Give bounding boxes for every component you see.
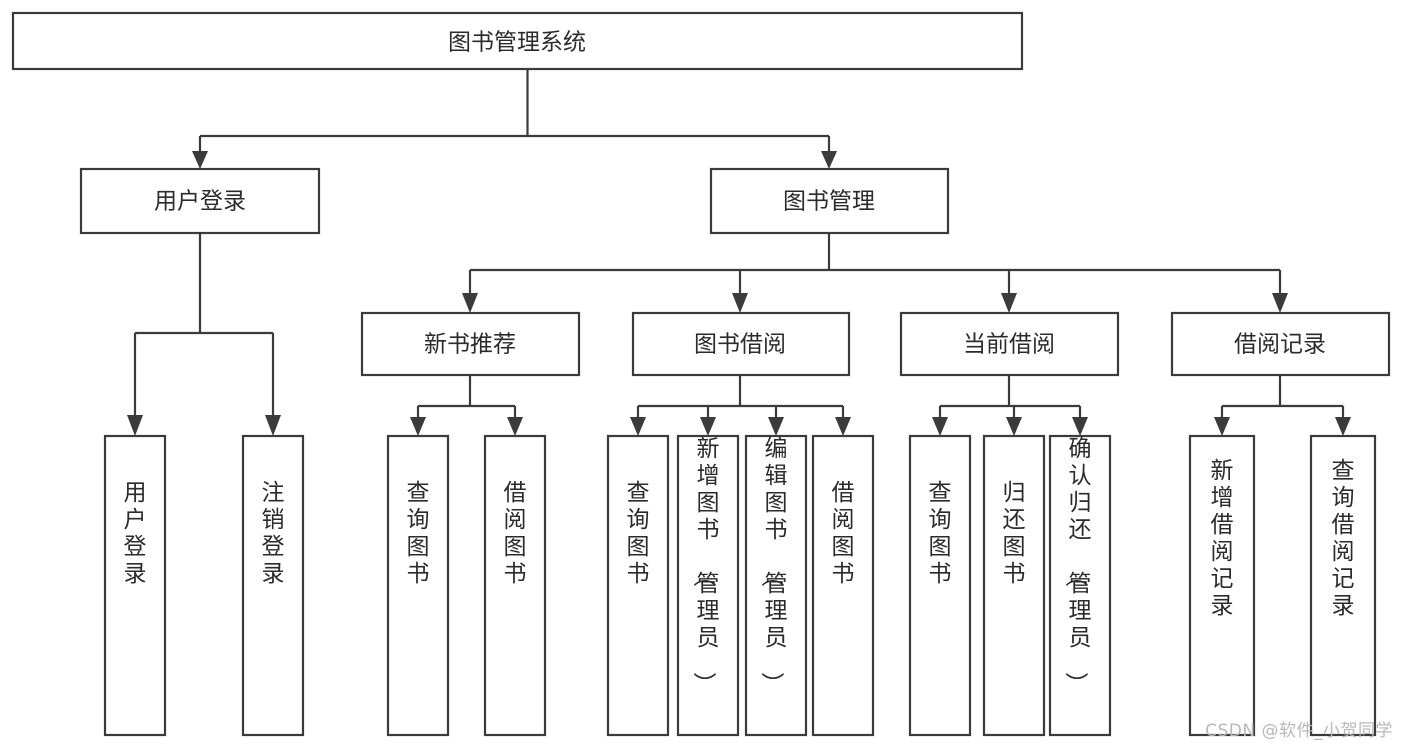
arrow-head-bookborrow-4 xyxy=(835,417,851,436)
leaf-book-borrow-query-label: 查询图书 xyxy=(627,480,650,587)
leaf-current-borrow-return-box[interactable] xyxy=(982,434,1046,737)
arrow-head-borrowrecord-2 xyxy=(1335,417,1351,436)
node-new-book-recommend-box[interactable] xyxy=(360,311,581,377)
leaf-user-login-login-box[interactable] xyxy=(103,434,167,737)
leaf-current-borrow-query-label: 查询图书 xyxy=(929,480,952,587)
leaf-new-book-query[interactable]: 查询图书 xyxy=(386,434,450,737)
node-borrow-record[interactable]: 借阅记录 xyxy=(1170,311,1391,377)
node-user-login[interactable]: 用户登录 xyxy=(79,167,321,235)
leaf-book-borrow-edit-label: 编辑图书（管理员） xyxy=(759,436,788,695)
leaf-current-borrow-confirm[interactable]: 确认归还（管理员） xyxy=(1048,434,1112,737)
leaf-new-book-borrow-box[interactable] xyxy=(483,434,547,737)
arrow-head-level3-3 xyxy=(1001,293,1017,313)
leaf-book-borrow-edit[interactable]: 编辑图书（管理员） xyxy=(744,434,808,737)
arrow-head-level3-4 xyxy=(1272,293,1288,313)
leaf-borrow-record-add[interactable]: 新增借阅记录 xyxy=(1188,434,1256,737)
node-book-borrow-label: 图书借阅 xyxy=(694,332,786,358)
leaf-user-login-logout-box[interactable] xyxy=(241,434,305,737)
node-book-borrow[interactable]: 图书借阅 xyxy=(631,311,851,377)
leaf-user-login-login-label: 用户登录 xyxy=(124,480,147,587)
leaf-user-login-login[interactable]: 用户登录 xyxy=(103,434,167,737)
node-new-book-recommend[interactable]: 新书推荐 xyxy=(360,311,581,377)
arrow-head-newbook-2 xyxy=(507,417,523,436)
leaf-book-borrow-borrow-label: 借阅图书 xyxy=(832,480,855,587)
node-book-management[interactable]: 图书管理 xyxy=(709,167,950,235)
connector-layer xyxy=(127,69,1351,436)
arrow-head-level3-1 xyxy=(462,293,478,313)
arrow-head-bookborrow-1 xyxy=(630,417,646,436)
leaf-borrow-record-add-box[interactable] xyxy=(1188,434,1256,737)
leaf-user-login-logout[interactable]: 注销登录 xyxy=(241,434,305,737)
arrow-head-level2-2 xyxy=(821,151,837,169)
arrow-head-currentborrow-3 xyxy=(1072,417,1088,436)
node-current-borrow[interactable]: 当前借阅 xyxy=(899,311,1120,377)
arrow-head-borrowrecord-1 xyxy=(1214,417,1230,436)
leaf-user-login-logout-label: 注销登录 xyxy=(262,480,285,587)
leaf-borrow-record-query[interactable]: 查询借阅记录 xyxy=(1309,434,1377,737)
node-current-borrow-box[interactable] xyxy=(899,311,1120,377)
arrow-head-userlogin-1 xyxy=(127,415,143,436)
leaf-book-borrow-add-box[interactable] xyxy=(676,434,740,737)
leaf-borrow-record-query-box[interactable] xyxy=(1309,434,1377,737)
leaf-book-borrow-query[interactable]: 查询图书 xyxy=(606,434,670,737)
leaf-book-borrow-edit-box[interactable] xyxy=(744,434,808,737)
leaf-new-book-borrow-label: 借阅图书 xyxy=(504,480,527,587)
arrow-head-userlogin-2 xyxy=(265,415,281,436)
arrow-head-level3-2 xyxy=(732,293,748,313)
leaf-new-book-query-label: 查询图书 xyxy=(407,480,430,587)
node-borrow-record-label: 借阅记录 xyxy=(1234,332,1326,358)
node-book-borrow-box[interactable] xyxy=(631,311,851,377)
leaf-book-borrow-query-box[interactable] xyxy=(606,434,670,737)
arrow-head-bookborrow-2 xyxy=(700,417,716,436)
leaf-book-borrow-borrow-box[interactable] xyxy=(811,434,875,737)
node-root-label: 图书管理系统 xyxy=(448,30,586,56)
node-borrow-record-box[interactable] xyxy=(1170,311,1391,377)
leaf-new-book-query-box[interactable] xyxy=(386,434,450,737)
node-root[interactable]: 图书管理系统 xyxy=(11,11,1024,71)
node-root-box[interactable] xyxy=(11,11,1024,71)
leaf-current-borrow-return-label: 归还图书 xyxy=(1003,480,1026,587)
leaf-book-borrow-borrow[interactable]: 借阅图书 xyxy=(811,434,875,737)
leaf-borrow-record-query-label: 查询借阅记录 xyxy=(1332,458,1355,619)
arrow-head-currentborrow-1 xyxy=(932,417,948,436)
leaf-current-borrow-query[interactable]: 查询图书 xyxy=(908,434,972,737)
leaf-borrow-record-add-label: 新增借阅记录 xyxy=(1211,458,1234,619)
leaf-current-borrow-return[interactable]: 归还图书 xyxy=(982,434,1046,737)
leaf-book-borrow-add[interactable]: 新增图书（管理员） xyxy=(676,434,740,737)
node-user-login-label: 用户登录 xyxy=(154,189,246,215)
node-user-login-box[interactable] xyxy=(79,167,321,235)
node-current-borrow-label: 当前借阅 xyxy=(963,332,1055,358)
node-new-book-recommend-label: 新书推荐 xyxy=(424,332,516,358)
leaf-new-book-borrow[interactable]: 借阅图书 xyxy=(483,434,547,737)
arrow-head-level2-1 xyxy=(192,151,208,169)
node-book-management-label: 图书管理 xyxy=(783,189,875,215)
arrow-head-bookborrow-3 xyxy=(768,417,784,436)
watermark-text: CSDN @软件_小贺同学 xyxy=(1205,721,1393,741)
leaf-current-borrow-query-box[interactable] xyxy=(908,434,972,737)
arrow-head-newbook-1 xyxy=(410,417,426,436)
arrow-head-currentborrow-2 xyxy=(1006,417,1022,436)
node-book-management-box[interactable] xyxy=(709,167,950,235)
leaf-current-borrow-confirm-box[interactable] xyxy=(1048,434,1112,737)
leaf-current-borrow-confirm-label: 确认归还（管理员） xyxy=(1063,436,1092,695)
leaf-book-borrow-add-label: 新增图书（管理员） xyxy=(691,436,720,695)
